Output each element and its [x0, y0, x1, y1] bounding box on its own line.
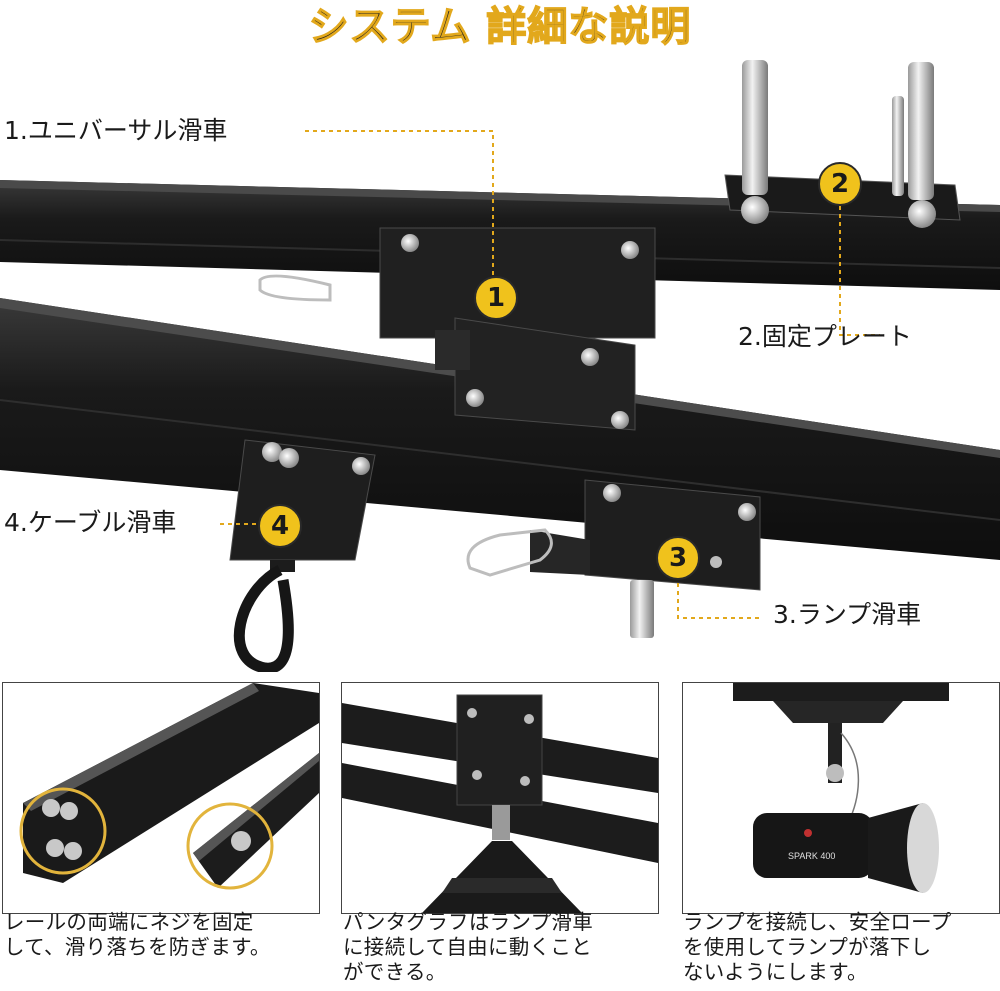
- cable-pulley: [229, 439, 376, 672]
- caption-rail-ends: レールの両端にネジを固定 して、滑り落ちを防ぎます。: [4, 910, 324, 960]
- lamp-pulley: [466, 479, 761, 638]
- caption-line: レールの両端にネジを固定: [4, 910, 254, 934]
- universal-pulley: [258, 227, 656, 431]
- rail-system-illustration: [0, 60, 1000, 672]
- rail-ends-photo: [19, 683, 319, 890]
- detail-rail-ends: [2, 682, 320, 914]
- page-title: システム 詳細な説明: [308, 3, 692, 51]
- badge-3: 3: [656, 536, 700, 580]
- caption-line: パンタグラフはランプ滑車: [343, 910, 594, 934]
- label-lamp-pulley: 3.ランプ滑車: [773, 600, 922, 629]
- label-cable-pulley: 4.ケーブル滑車: [4, 508, 177, 537]
- detail-lamp: SPARK 400: [682, 682, 1000, 914]
- pantograph-photo: [342, 694, 658, 913]
- badge-1: 1: [474, 276, 518, 320]
- badge-2: 2: [818, 162, 862, 206]
- lamp-brand-label: SPARK 400: [788, 851, 835, 861]
- caption-line: を使用してランプが落下し: [683, 935, 932, 959]
- caption-lamp: ランプを接続し、安全ロープ を使用してランプが落下し ないようにします。: [683, 910, 1000, 985]
- badge-4: 4: [258, 504, 302, 548]
- caption-line: に接続して自由に動くこと: [343, 935, 592, 959]
- caption-pantograph: パンタグラフはランプ滑車 に接続して自由に動くこと ができる。: [343, 910, 663, 985]
- lamp-photo: SPARK 400: [733, 683, 949, 893]
- label-universal-pulley: 1.ユニバーサル滑車: [4, 116, 228, 145]
- label-fixed-plate: 2.固定プレート: [738, 322, 912, 351]
- detail-pantograph: [341, 682, 659, 914]
- caption-line: して、滑り落ちを防ぎます。: [4, 935, 271, 959]
- fixed-plate: [724, 60, 961, 228]
- caption-line: ないようにします。: [683, 960, 868, 984]
- callout-lines: [220, 130, 880, 619]
- caption-line: ランプを接続し、安全ロープ: [683, 910, 952, 934]
- caption-line: ができる。: [343, 960, 447, 984]
